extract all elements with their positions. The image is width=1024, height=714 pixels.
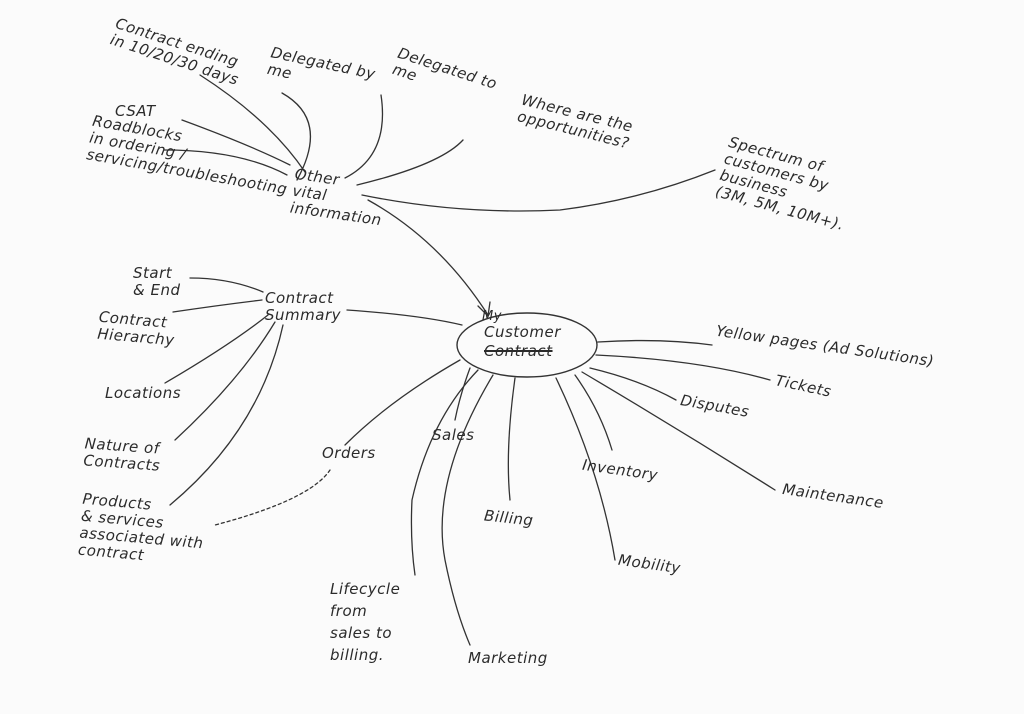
connector-spectrum [361, 169, 716, 212]
connector-maintenance [581, 371, 776, 491]
connector-start-end [189, 277, 264, 293]
node-products-services: Products & services associated with cont… [77, 489, 205, 565]
connector-billing [507, 377, 516, 501]
connector-locations [164, 314, 269, 384]
connector-hierarchy [172, 299, 263, 313]
connector-delegated-by [281, 92, 311, 181]
node-contract-hierarchy: Contract Hierarchy [96, 307, 176, 350]
connector-marketing [441, 374, 494, 646]
connector-tickets [595, 354, 771, 381]
node-contract-summary: Contract Summary [265, 289, 341, 324]
node-nature-of-contracts: Nature of Contracts [82, 434, 161, 475]
center-node-customer: Customer [484, 323, 561, 341]
connector-lifecycle [410, 369, 479, 576]
connector-contract-ending [199, 74, 306, 173]
node-start-end: Start & End [133, 264, 181, 299]
center-node-ellipse [456, 312, 598, 378]
connector-other-vital-to-center [367, 199, 489, 316]
connector-delegated-to [344, 94, 384, 179]
node-sales: Sales [432, 426, 475, 444]
connector-orders-products-dashed [214, 469, 331, 526]
connector-nature [174, 321, 276, 441]
connector-opportunities [356, 139, 464, 186]
arrowhead [477, 301, 491, 318]
node-csat: CSAT [115, 102, 156, 120]
node-lifecycle: Lifecycle from sales to billing. [330, 580, 401, 664]
connector-mobility [555, 377, 616, 561]
connector-roadblocks [163, 149, 288, 176]
center-node-my: My [482, 309, 502, 324]
connector-yellow-pages [597, 339, 713, 346]
node-marketing: Marketing [468, 649, 548, 667]
connector-csat [181, 119, 291, 166]
center-node-contract-struck: Contract [484, 342, 553, 360]
node-locations: Locations [105, 384, 182, 402]
connector-orders [344, 359, 461, 446]
connector-disputes [589, 367, 677, 401]
connector-inventory [574, 374, 613, 451]
node-orders: Orders [322, 444, 376, 462]
connector-products [169, 324, 284, 506]
connector-contract-summary-to-center [346, 309, 463, 326]
connector-sales [454, 367, 471, 421]
